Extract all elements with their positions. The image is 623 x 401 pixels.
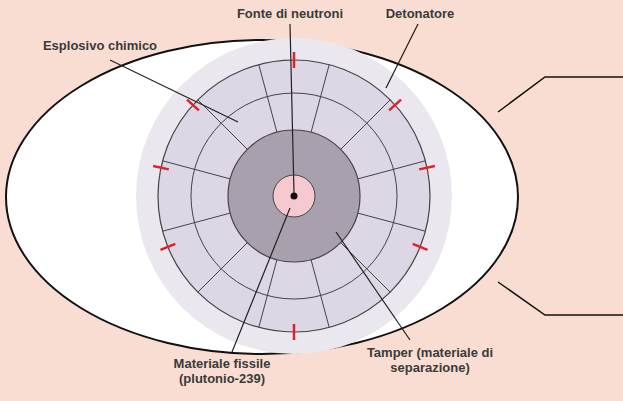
detonator-mark (413, 244, 428, 250)
segment-line (358, 213, 426, 231)
explosive-layer (158, 60, 430, 332)
segment-line (259, 260, 277, 328)
segment-line (341, 100, 390, 149)
detonator-label: Detonatore (365, 6, 475, 21)
neutron-source-label: Fonte di neutroni (210, 6, 370, 21)
tamper-shell (228, 130, 360, 262)
segment-line (163, 213, 231, 231)
detonator-mark (293, 324, 296, 340)
detonator-mark (389, 100, 401, 111)
outer-sphere (136, 38, 452, 354)
segment-line (198, 243, 247, 292)
detonators (153, 52, 435, 340)
neutron-source (291, 193, 298, 200)
detonator-mark (160, 244, 175, 250)
segment-line (198, 100, 247, 149)
lens-boundary (191, 93, 397, 299)
detonator-mark (153, 166, 169, 169)
segment-line (163, 161, 231, 179)
tamper-label: Tamper (materiale di separazione) (343, 345, 518, 375)
segment-line (311, 260, 329, 328)
detonator-mark (187, 100, 199, 111)
leader-lines (110, 24, 418, 352)
explosive-label: Esplosivo chimico (25, 38, 175, 53)
detonator-mark (293, 52, 296, 68)
fissile-label: Materiale fissile (plutonio-239) (160, 356, 285, 386)
segment-line (358, 161, 426, 179)
segment-line (259, 65, 277, 133)
detonator-mark (419, 166, 435, 169)
segment-line (311, 65, 329, 133)
